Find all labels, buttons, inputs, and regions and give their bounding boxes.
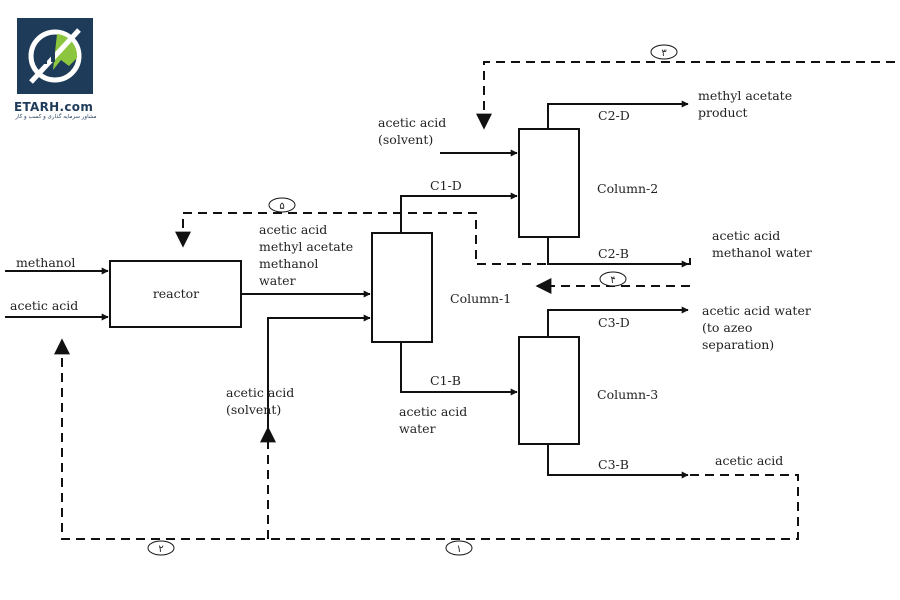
column-3-unit: Column-3 <box>518 336 658 445</box>
svg-text:acetic acid: acetic acid <box>378 115 446 130</box>
svg-text:۱: ۱ <box>456 544 461 555</box>
column-2-label: Column-2 <box>597 181 658 196</box>
column-1-label: Column-1 <box>450 291 511 306</box>
recycle-3-line <box>476 61 895 130</box>
column-3-label: Column-3 <box>597 387 658 402</box>
c1d-label: C1-D <box>430 178 462 193</box>
svg-text:methyl acetate: methyl acetate <box>698 88 792 103</box>
logo-mark-icon <box>28 28 82 84</box>
logo-brand-text: ETARH.com <box>14 100 94 114</box>
svg-text:acetic acid: acetic acid <box>399 404 467 419</box>
acetic-acid-feed-label: acetic acid <box>10 298 78 313</box>
svg-text:(solvent): (solvent) <box>226 402 281 417</box>
svg-text:۲: ۲ <box>158 544 163 555</box>
svg-text:(solvent): (solvent) <box>378 132 433 147</box>
recycle-4-tag: ۴ <box>599 271 627 287</box>
solvent-column-2-label: acetic acid (solvent) <box>378 115 446 147</box>
recycle-1-tag: ۱ <box>445 540 473 556</box>
solvent-column-1-label: acetic acid (solvent) <box>226 385 294 417</box>
c2d-label: C2-D <box>598 108 630 123</box>
c3b-label: C3-B <box>598 457 629 472</box>
c2b-composition-label: acetic acid methanol water <box>712 228 812 260</box>
reactor-outlet-label: acetic acid methyl acetate methanol wate… <box>259 222 353 288</box>
c2b-label: C2-B <box>598 246 629 261</box>
svg-text:۳: ۳ <box>661 48 667 59</box>
svg-text:separation): separation) <box>702 337 774 352</box>
recycle-3-tag: ۳ <box>650 44 678 60</box>
svg-text:methanol: methanol <box>259 256 318 271</box>
solvent-to-column-1-arrow <box>267 314 371 440</box>
column-1-unit: Column-1 <box>371 232 511 343</box>
c3b-composition-label: acetic acid <box>715 453 783 468</box>
svg-text:(to azeo: (to azeo <box>702 320 752 335</box>
c1b-composition-label: acetic acid water <box>399 404 467 436</box>
recycle-1-line <box>54 338 799 540</box>
svg-text:acetic acid: acetic acid <box>226 385 294 400</box>
svg-text:acetic acid: acetic acid <box>259 222 327 237</box>
c3d-stream-arrow <box>547 306 689 337</box>
svg-text:product: product <box>698 105 748 120</box>
c1d-stream-arrow <box>400 192 518 233</box>
c2b-stream-arrow <box>547 237 689 268</box>
svg-text:water: water <box>399 421 436 436</box>
c2d-stream-arrow <box>547 100 689 129</box>
svg-text:acetic acid water: acetic acid water <box>702 303 811 318</box>
recycle-5-tag: ۵ <box>268 197 296 213</box>
svg-text:۴: ۴ <box>610 275 615 286</box>
process-streams <box>5 100 689 479</box>
svg-text:methanol water: methanol water <box>712 245 812 260</box>
svg-text:water: water <box>259 273 296 288</box>
reactor-label: reactor <box>153 286 199 301</box>
column-2-unit: Column-2 <box>518 128 658 238</box>
c1b-stream-arrow <box>400 342 518 396</box>
c3d-label: C3-D <box>598 315 630 330</box>
recycle-2-tag: ۲ <box>147 540 175 556</box>
c2d-composition-label: methyl acetate product <box>698 88 792 120</box>
etarh-logo <box>17 18 93 94</box>
recycle-5-line <box>175 212 691 265</box>
svg-text:۵: ۵ <box>279 201 284 212</box>
c3d-composition-label: acetic acid water (to azeo separation) <box>702 303 811 352</box>
svg-text:acetic acid: acetic acid <box>712 228 780 243</box>
c3b-stream-arrow <box>547 444 689 479</box>
svg-text:methyl acetate: methyl acetate <box>259 239 353 254</box>
logo-tagline-text: مشاور سرمایه گذاری و کسب و کار <box>15 114 97 120</box>
reactor-unit: reactor <box>109 260 242 328</box>
c1b-label: C1-B <box>430 373 461 388</box>
methanol-feed-label: methanol <box>16 255 75 270</box>
